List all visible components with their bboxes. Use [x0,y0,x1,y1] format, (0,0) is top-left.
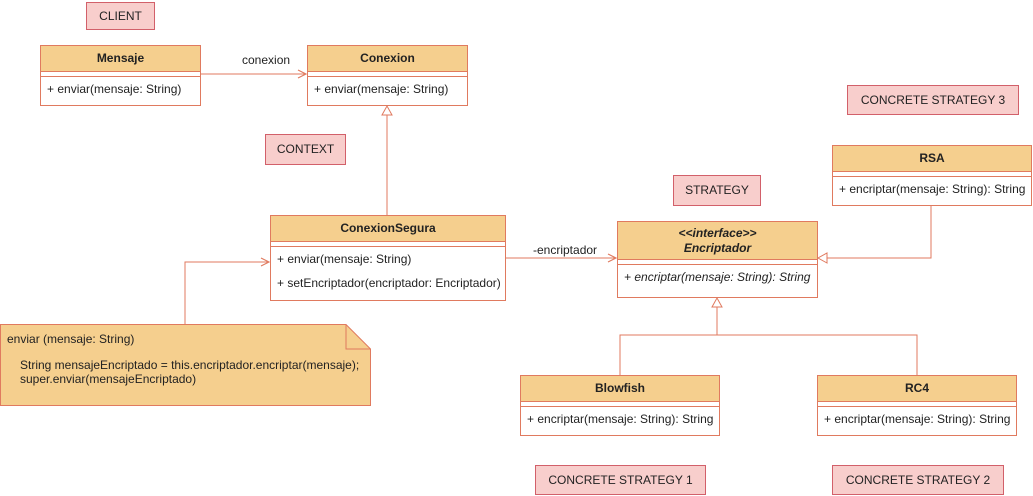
class-name: ConexionSegura [271,216,505,242]
operation: + enviar(mensaje: String) [47,82,182,96]
operation: + setEncriptador(encriptador: Encriptado… [277,276,501,290]
stereotype: <<interface>> [678,225,757,240]
operation: + enviar(mensaje: String) [277,252,412,266]
tag-concrete-strategy-2: CONCRETE STRATEGY 2 [832,465,1004,495]
operation: + encriptar(mensaje: String): String [527,412,714,426]
operation: + encriptar(mensaje: String): String [824,412,1011,426]
edge-label-encriptador: -encriptador [533,243,598,257]
tag-client: CLIENT [86,2,155,30]
class-name: Mensaje [41,46,200,72]
code-note[interactable]: enviar (mensaje: String) String mensajeE… [0,324,371,406]
tag-concrete-strategy-3: CONCRETE STRATEGY 3 [847,85,1019,115]
tag-strategy: STRATEGY [673,175,761,206]
class-conexion-segura[interactable]: ConexionSegura + enviar(mensaje: String)… [270,215,506,301]
interface-header: <<interface>> Encriptador [618,222,817,260]
interface-encriptador[interactable]: <<interface>> Encriptador + encriptar(me… [617,221,818,298]
operation: + encriptar(mensaje: String): String [839,182,1026,196]
class-name: Encriptador [683,240,752,255]
operation: + encriptar(mensaje: String): String [624,270,811,284]
class-name: RC4 [818,376,1016,402]
note-link [184,262,269,324]
realization-rc4 [717,334,918,375]
class-name: RSA [833,146,1031,172]
realization-rsa [816,201,932,264]
note-shape [0,324,371,406]
edge-label-conexion: conexion [242,53,291,67]
class-name: Blowfish [521,376,719,402]
operation: + enviar(mensaje: String) [314,82,449,96]
note-line-1: enviar (mensaje: String) [7,332,135,346]
tag-context: CONTEXT [265,134,346,165]
class-blowfish[interactable]: Blowfish + encriptar(mensaje: String): S… [520,375,720,436]
realization-blowfish [619,296,723,375]
class-rsa[interactable]: RSA + encriptar(mensaje: String): String [832,145,1032,206]
note-line-2: String mensajeEncriptado = this.encripta… [20,358,360,372]
class-conexion[interactable]: Conexion + enviar(mensaje: String) [307,45,468,106]
class-name: Conexion [308,46,467,72]
class-mensaje[interactable]: Mensaje + enviar(mensaje: String) [40,45,201,106]
tag-concrete-strategy-1: CONCRETE STRATEGY 1 [535,465,706,495]
class-rc4[interactable]: RC4 + encriptar(mensaje: String): String [817,375,1017,436]
note-line-3: super.enviar(mensajeEncriptado) [20,372,197,386]
